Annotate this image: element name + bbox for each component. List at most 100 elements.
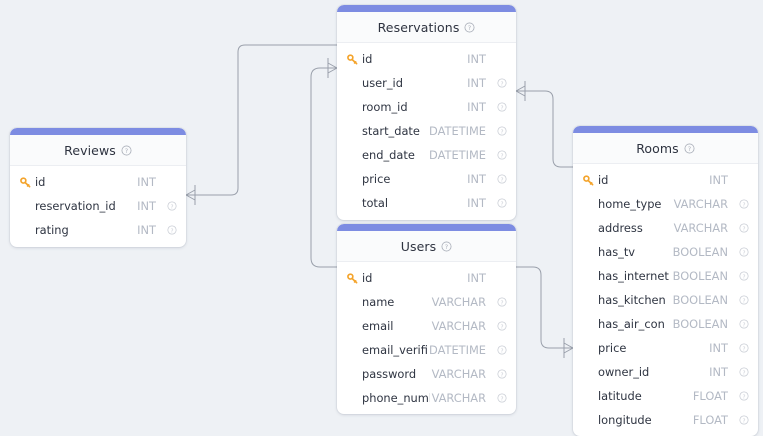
field-type: BOOLEAN [672,317,728,331]
field-name: longitude [598,413,652,427]
field-row[interactable]: phone_numberVARCHAR? [337,386,516,410]
field-type: FLOAT [692,389,728,403]
field-name: has_tv [598,245,636,259]
question-circle-icon[interactable]: ? [492,345,507,355]
field-name: name [362,295,395,309]
question-circle-icon[interactable]: ? [121,145,132,156]
question-circle-icon[interactable]: ? [734,319,749,329]
field-row[interactable]: price INT? [337,167,516,191]
table-header-reservations[interactable]: Reservations ? [337,12,516,43]
table-header-reviews[interactable]: Reviews ? [10,135,186,166]
field-type: INT [709,173,728,187]
field-type: VARCHAR [431,319,486,333]
table-header-users[interactable]: Users ? [337,231,516,262]
field-type: VARCHAR [431,367,486,381]
edge-reservations-rooms [516,90,573,168]
question-circle-icon[interactable]: ? [684,143,695,154]
table-title: Reservations [377,19,460,35]
field-type: INT [137,223,156,237]
svg-text:?: ? [500,201,503,207]
field-type: BOOLEAN [672,245,728,259]
question-circle-icon[interactable]: ? [734,415,749,425]
field-name: phone_number [362,391,430,405]
svg-text:?: ? [742,226,745,232]
field-name: id [598,173,609,187]
field-type: DATETIME [429,124,486,138]
question-circle-icon[interactable]: ? [734,247,749,257]
key-icon [347,272,362,284]
question-circle-icon[interactable]: ? [492,102,507,112]
question-circle-icon[interactable]: ? [162,201,177,211]
svg-text:?: ? [125,147,128,155]
field-name: email [362,319,394,333]
question-circle-icon[interactable]: ? [441,241,452,252]
field-name: id [35,175,46,189]
field-name: id [362,271,373,285]
field-type: DATETIME [429,148,486,162]
svg-text:?: ? [170,204,173,210]
question-circle-icon[interactable]: ? [734,199,749,209]
field-row[interactable]: email_verified_atDATETIME? [337,338,516,362]
edge-reservations-users [310,67,337,268]
question-circle-icon[interactable]: ? [464,22,475,33]
question-circle-icon[interactable]: ? [492,198,507,208]
question-circle-icon[interactable]: ? [492,321,507,331]
svg-text:?: ? [500,396,503,402]
field-type: VARCHAR [673,197,728,211]
field-type: INT [137,199,156,213]
question-circle-icon[interactable]: ? [492,369,507,379]
question-circle-icon[interactable]: ? [734,367,749,377]
edge-reviews-reservations [186,44,337,196]
question-circle-icon[interactable]: ? [162,225,177,235]
field-row[interactable]: email VARCHAR? [337,314,516,338]
field-row[interactable]: has_tv BOOLEAN? [573,240,758,264]
svg-text:?: ? [500,81,503,87]
field-row[interactable]: id INT [573,168,758,192]
question-circle-icon[interactable]: ? [734,223,749,233]
question-circle-icon[interactable]: ? [492,393,507,403]
card-accent-bar [573,126,758,133]
svg-text:?: ? [500,324,503,330]
question-circle-icon[interactable]: ? [492,174,507,184]
question-circle-icon[interactable]: ? [492,150,507,160]
question-circle-icon[interactable]: ? [734,343,749,353]
field-name: owner_id [598,365,650,379]
question-circle-icon[interactable]: ? [492,78,507,88]
field-name: total [362,196,389,210]
question-circle-icon[interactable]: ? [492,297,507,307]
field-type: INT [467,172,486,186]
question-circle-icon[interactable]: ? [734,295,749,305]
question-circle-icon[interactable]: ? [734,391,749,401]
svg-text:?: ? [742,298,745,304]
question-circle-icon[interactable]: ? [492,126,507,136]
question-circle-icon[interactable]: ? [734,271,749,281]
table-header-rooms[interactable]: Rooms ? [573,133,758,164]
field-name: price [362,172,391,186]
